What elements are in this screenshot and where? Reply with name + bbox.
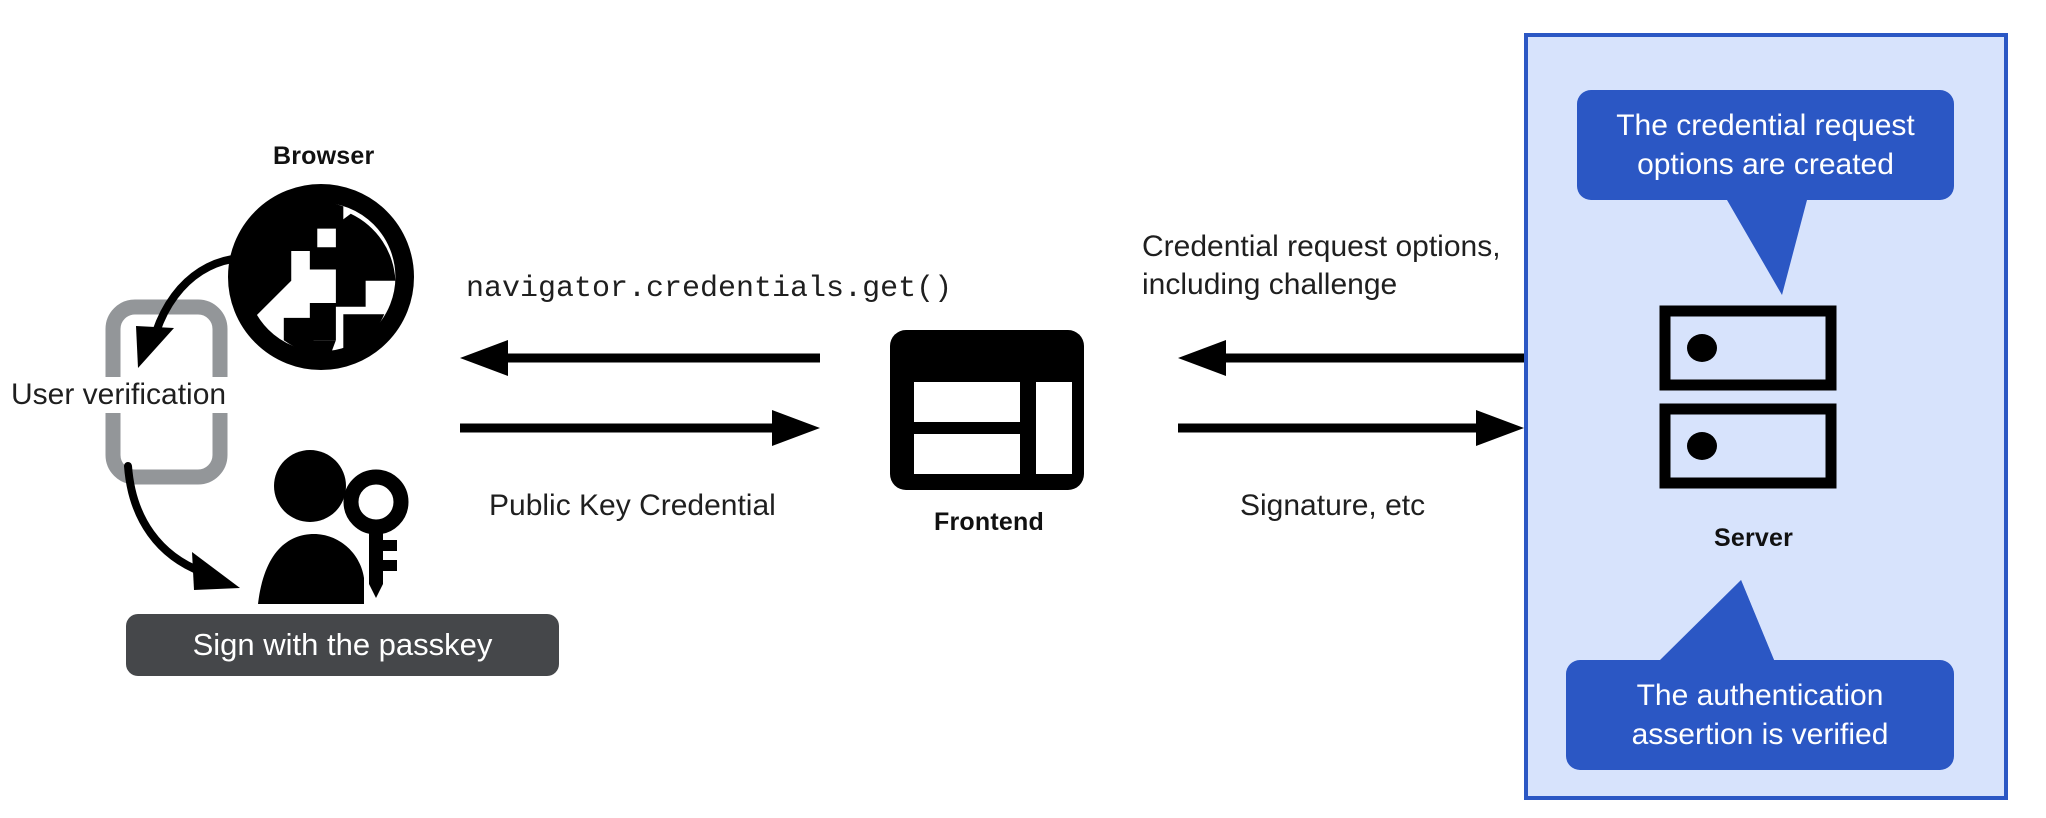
frontend-label: Frontend	[934, 508, 1044, 536]
arrow-browser-to-frontend	[460, 410, 820, 446]
passkey-tooltip: Sign with the passkey	[126, 614, 559, 676]
server-callout-top-text: The credential request options are creat…	[1616, 109, 1915, 181]
callout-top-shape	[1577, 90, 1954, 295]
curve-arrow-phone-to-user	[110, 460, 310, 620]
user-verification-label: User verification	[8, 377, 230, 413]
navigator-credentials-get-label: navigator.credentials.get()	[466, 272, 953, 306]
server-callout-bottom-group: The authentication assertion is verified	[1566, 580, 1954, 780]
arrow-frontend-to-server	[1178, 410, 1524, 446]
arrow-server-to-frontend	[1178, 340, 1524, 376]
callout-bottom-shape	[1566, 580, 1954, 770]
server-callout-bottom-text: The authentication assertion is verified	[1631, 679, 1889, 751]
server-callout-top-group: The credential request options are creat…	[1577, 90, 1954, 310]
public-key-credential-label: Public Key Credential	[489, 489, 776, 522]
server-rack-icon	[1659, 305, 1837, 489]
browser-label: Browser	[273, 142, 375, 170]
curve-arrow-browser-to-phone	[90, 236, 290, 396]
web-layout-icon	[890, 330, 1084, 490]
arrow-frontend-to-browser	[460, 340, 820, 376]
globe-icon	[228, 184, 414, 370]
person-with-key-icon	[250, 448, 410, 604]
signature-etc-label: Signature, etc	[1240, 489, 1426, 522]
credential-request-options-label: Credential request options, including ch…	[1142, 230, 1501, 302]
server-label: Server	[1714, 524, 1794, 552]
